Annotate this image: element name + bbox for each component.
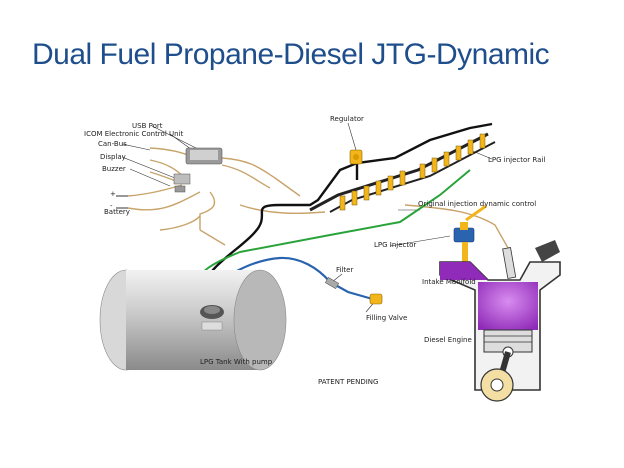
label-plus: + xyxy=(110,190,116,198)
label-original-injection: Original injection dynamic control xyxy=(418,200,536,208)
label-lpg-tank: LPG Tank With pump xyxy=(200,358,273,366)
label-intake-manifold: Intake Manifold xyxy=(422,278,476,286)
fuel-line-black xyxy=(203,122,493,293)
label-can-bus: Can-Bus xyxy=(98,140,127,148)
filling-valve-unit xyxy=(369,293,383,305)
buzzer-unit xyxy=(174,185,186,193)
label-icom: ICOM Electronic Control Unit xyxy=(84,130,183,138)
diesel-engine xyxy=(439,240,561,402)
label-display: Display xyxy=(100,153,126,161)
label-patent-pending: PATENT PENDING xyxy=(318,378,378,386)
lpg-tank xyxy=(99,269,287,371)
label-lpg-injector-rail: LPG injector Rail xyxy=(488,156,545,164)
label-filling-valve: Filling Valve xyxy=(366,314,407,322)
icom-control-unit xyxy=(185,147,223,165)
label-regulator: Regulator xyxy=(330,115,364,123)
battery-symbol xyxy=(116,195,128,209)
display-unit xyxy=(173,173,191,185)
label-minus: - xyxy=(110,202,113,210)
label-usb-port: USB Port xyxy=(132,122,163,130)
label-lpg-injector: LPG Injector xyxy=(374,241,416,249)
regulator xyxy=(349,149,363,165)
label-filter: Filter xyxy=(336,266,353,274)
wiring-harness xyxy=(127,147,509,249)
label-buzzer: Buzzer xyxy=(102,165,126,173)
lpg-injector-unit xyxy=(453,204,487,262)
label-diesel-engine: Diesel Engine xyxy=(424,336,472,344)
label-battery: Battery xyxy=(104,208,130,216)
lpg-injector-rail xyxy=(309,132,496,213)
filter-unit xyxy=(324,277,340,289)
page-title: Dual Fuel Propane-Diesel JTG-Dynamic xyxy=(32,38,550,71)
